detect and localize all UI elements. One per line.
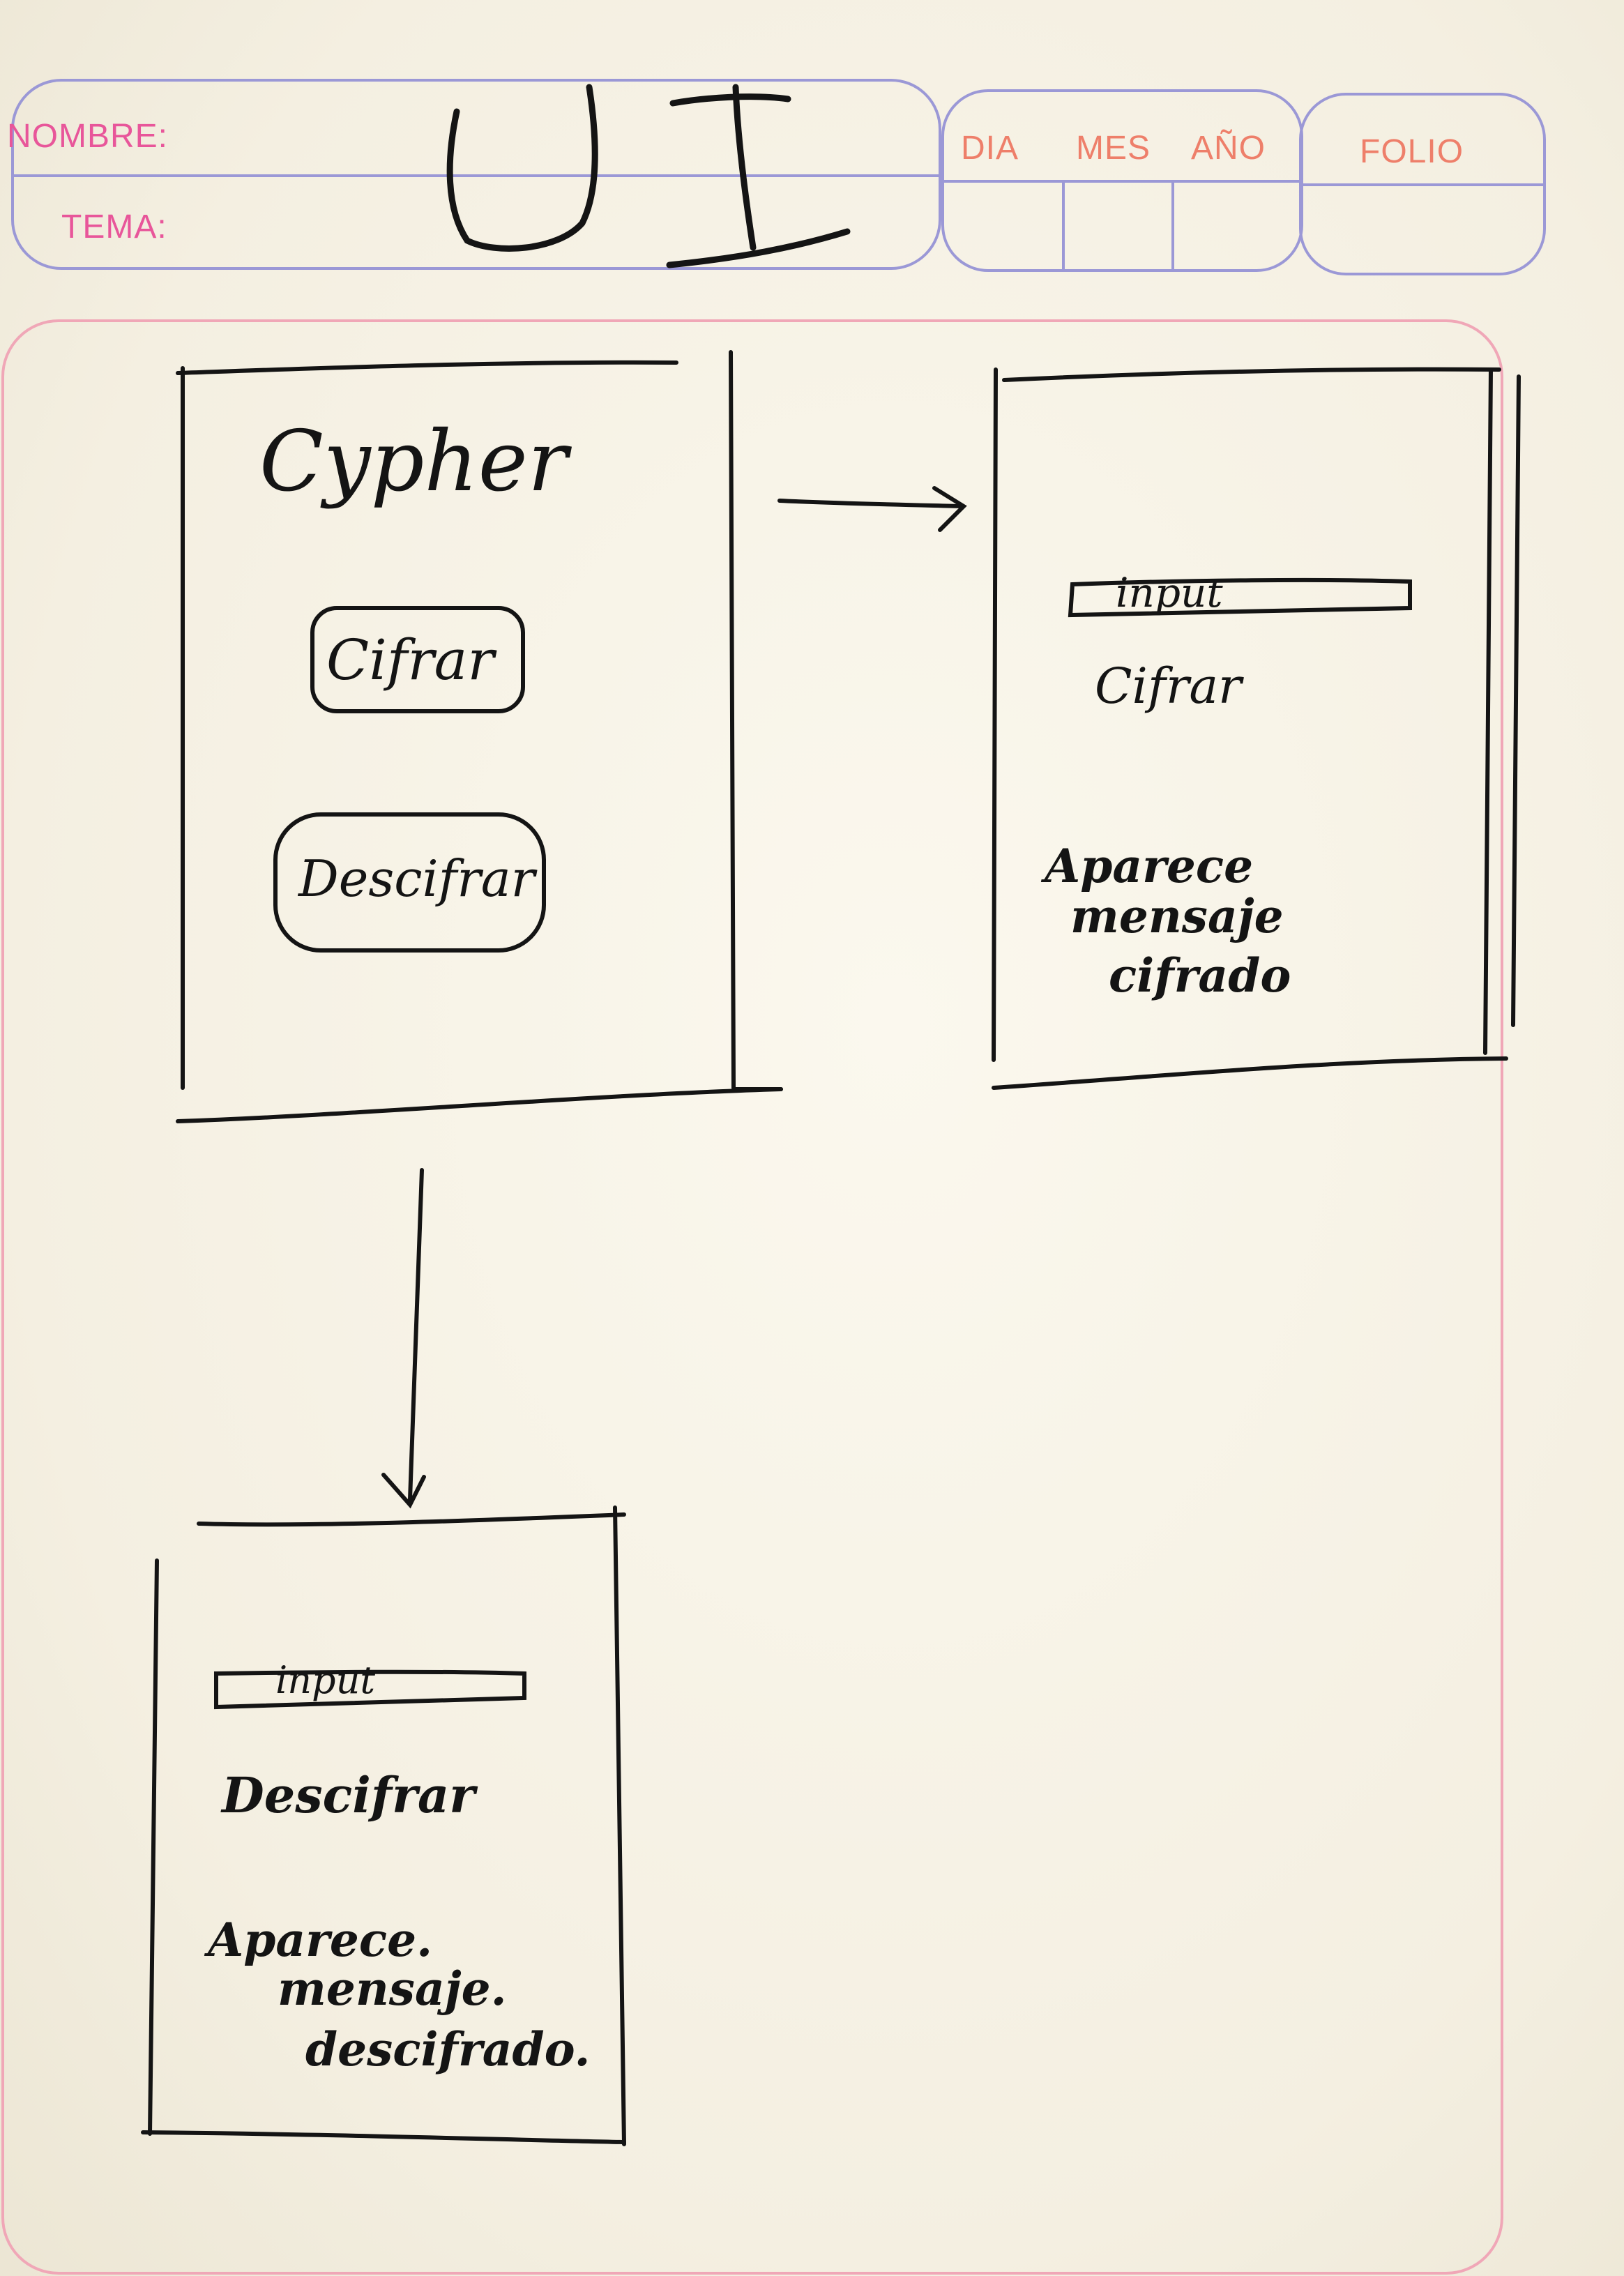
cifrar-result-line-1: Aparece bbox=[1045, 839, 1254, 893]
cifrar-button-outline bbox=[310, 606, 525, 713]
anio-label: AÑO bbox=[1191, 130, 1266, 167]
page-frame bbox=[1, 319, 1503, 2275]
cifrar-action-label[interactable]: Cifrar bbox=[1095, 658, 1242, 715]
home-screen-frame bbox=[176, 350, 783, 1123]
home-title: Cypher bbox=[259, 414, 568, 510]
cifrar-screen-frame bbox=[992, 367, 1521, 1090]
dia-label: DIA bbox=[961, 130, 1019, 167]
folio-label: FOLIO bbox=[1360, 133, 1464, 170]
descifrar-result-line-1: Aparece. bbox=[208, 1913, 433, 1967]
cifrar-result-line-2: mensaje bbox=[1070, 889, 1284, 943]
descifrar-button-outline bbox=[273, 812, 546, 953]
cifrar-input-box bbox=[1068, 577, 1412, 618]
descifrar-input-label[interactable]: input bbox=[275, 1658, 376, 1702]
cifrar-button[interactable]: Cifrar bbox=[326, 628, 494, 692]
cifrar-result-line-3: cifrado bbox=[1109, 948, 1291, 1003]
nombre-label: NOMBRE: bbox=[7, 118, 169, 155]
descifrar-action-label[interactable]: Descifrar bbox=[222, 1766, 476, 1824]
descifrar-button[interactable]: Descifrar bbox=[298, 849, 536, 908]
arrow-down-icon bbox=[381, 1168, 426, 1509]
descifrar-result-line-2: mensaje. bbox=[278, 1962, 507, 2016]
ui-handwriting bbox=[446, 84, 851, 268]
descifrar-input-box bbox=[214, 1669, 526, 1710]
descifrar-screen-frame bbox=[141, 1505, 626, 2146]
descifrar-result-line-3: descifrado. bbox=[305, 2022, 591, 2077]
tema-label: TEMA: bbox=[61, 208, 167, 245]
arrow-right-icon bbox=[777, 486, 967, 532]
mes-label: MES bbox=[1076, 130, 1151, 167]
cifrar-input-label[interactable]: input bbox=[1116, 569, 1223, 616]
